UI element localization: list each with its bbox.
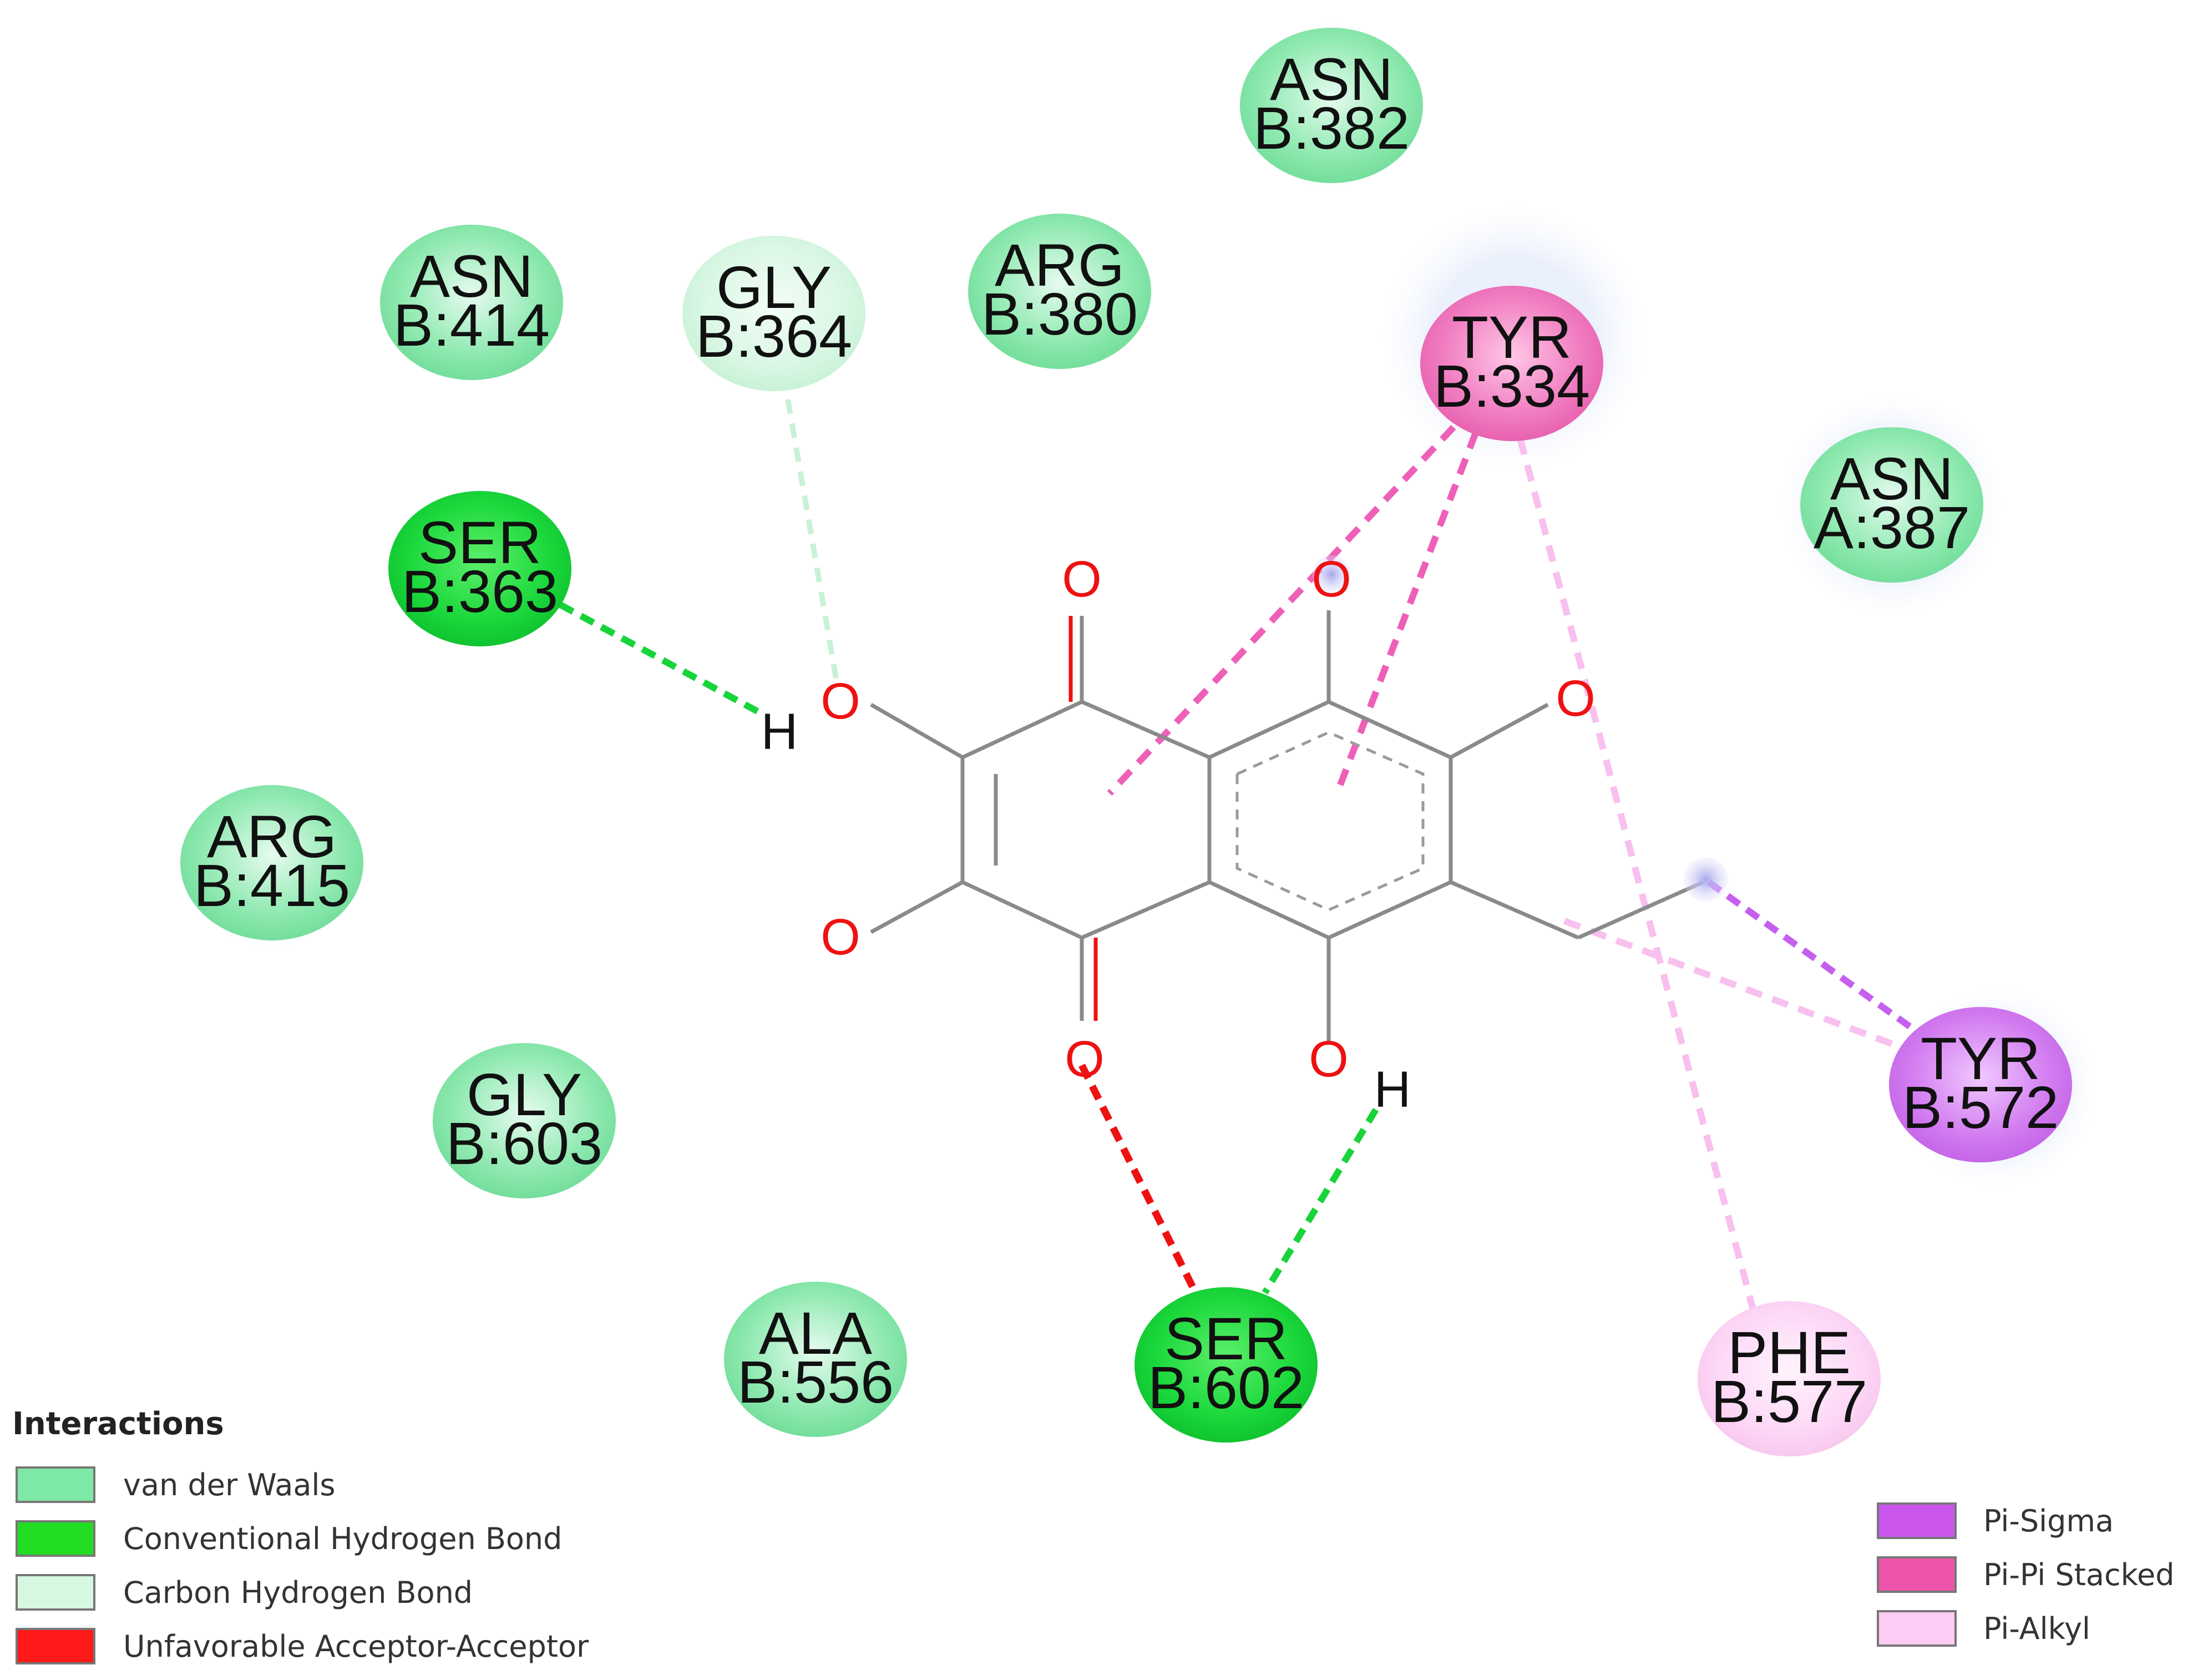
oxygen-atom: O	[821, 909, 860, 965]
residue-label: B:556	[737, 1348, 894, 1415]
residue-disc	[380, 225, 563, 380]
hydrogen-atom: H	[761, 704, 798, 760]
residue-label: A:387	[1814, 494, 1970, 561]
legend-label-van-der-waals: van der Waals	[123, 1468, 336, 1502]
residue-name: ASN	[1830, 445, 1953, 512]
residue-name: SER	[418, 509, 541, 576]
residue-name: TYR	[1452, 303, 1572, 371]
legend-swatch-van-der-waals	[16, 1466, 95, 1503]
legend-label-conventional-hydrogen-bond: Conventional Hydrogen Bond	[123, 1521, 562, 1556]
legend-swatch-pi-alkyl	[1877, 1610, 1957, 1647]
pi-sigma-line	[1706, 879, 1927, 1040]
oxygen-atom: O	[821, 673, 860, 730]
oxygen-atom: O	[1311, 551, 1351, 608]
oxygen-atom: O	[1309, 1031, 1349, 1087]
aromatic-ring-dashes	[1235, 731, 1425, 912]
legend-swatch-pi-pi-stacked	[1877, 1556, 1957, 1593]
residue-name: ALA	[759, 1299, 872, 1367]
legend-label-pi-alkyl: Pi-Alkyl	[1983, 1611, 2090, 1646]
hydrogen-atom: H	[1374, 1061, 1411, 1118]
unfavorable-acceptor-line	[1078, 1064, 1196, 1289]
pi-alkyl-line-1	[1517, 437, 1756, 1310]
residue-disc	[388, 491, 571, 646]
residue-name: GLY	[467, 1061, 582, 1128]
residue-disc	[433, 1043, 616, 1198]
legend-swatch-unfavorable-acceptor-acceptor	[16, 1628, 95, 1664]
residue-label: B:334	[1434, 352, 1590, 419]
legend-label-pi-sigma: Pi-Sigma	[1983, 1504, 2114, 1539]
centroid-dot-top	[1313, 555, 1350, 593]
legend-title: Interactions	[12, 1406, 224, 1442]
residue-label: B:577	[1711, 1368, 1867, 1435]
residue-name: TYR	[1921, 1025, 2040, 1092]
legend-swatch-conventional-hydrogen-bond	[16, 1520, 95, 1557]
pi-alkyl-line-2	[1563, 918, 1921, 1057]
residue-label: B:414	[393, 291, 550, 358]
residue-disc	[180, 785, 363, 940]
residue-disc	[724, 1282, 907, 1437]
residue-label: B:382	[1253, 94, 1410, 161]
legend-swatch-carbon-hydrogen-bond	[16, 1574, 95, 1611]
residue-label: B:415	[194, 852, 350, 919]
residue-name: GLY	[716, 254, 832, 321]
interaction-lines	[559, 399, 1927, 1310]
residue-label: B:572	[1902, 1074, 2059, 1141]
residue-name: PHE	[1728, 1319, 1851, 1386]
residue-name: ARG	[207, 803, 337, 870]
hydrogen-bond-line-ser602	[1262, 1107, 1379, 1295]
oxygen-atom: O	[1062, 551, 1102, 608]
oxygen-atom: O	[1065, 1031, 1105, 1087]
residue-disc	[1420, 286, 1603, 441]
legend: Interactions van der Waals Conventional …	[12, 1406, 2175, 1664]
legend-label-pi-pi-stacked: Pi-Pi Stacked	[1983, 1557, 2175, 1592]
centroid-dot-right	[1684, 857, 1728, 902]
residue-label: B:363	[402, 558, 558, 625]
hydrogen-bond-line-ser363	[559, 601, 767, 719]
residue-name: ASN	[1270, 45, 1393, 113]
pi-pi-stacked-line-2	[1334, 431, 1479, 795]
residue-name: ARG	[995, 231, 1125, 298]
residue-label: B:364	[696, 302, 852, 370]
residue-name: SER	[1164, 1305, 1288, 1372]
residue-disc	[1135, 1287, 1318, 1443]
residue-label: B:602	[1148, 1354, 1304, 1421]
residue-disc	[1240, 28, 1423, 183]
pi-pi-stacked-line-1	[1107, 424, 1456, 796]
residue-disc	[1889, 1007, 2072, 1162]
residue-label: B:380	[981, 280, 1138, 347]
oxygen-atom: O	[1556, 670, 1596, 727]
residue-label: B:603	[446, 1110, 602, 1177]
residue-disc	[968, 214, 1151, 369]
residue-disc	[682, 236, 865, 391]
legend-label-unfavorable-acceptor-acceptor: Unfavorable Acceptor-Acceptor	[123, 1629, 589, 1664]
residue-disc	[1698, 1301, 1881, 1456]
ligand-bonds	[870, 610, 1704, 1043]
ligand: O O O H O O O O H	[761, 551, 1728, 1118]
legend-swatch-pi-sigma	[1877, 1502, 1957, 1539]
residue-disc	[1800, 427, 1983, 583]
residue-name: ASN	[410, 242, 533, 310]
legend-label-carbon-hydrogen-bond: Carbon Hydrogen Bond	[123, 1575, 473, 1610]
carbon-hydrogen-bond-line	[785, 399, 840, 689]
